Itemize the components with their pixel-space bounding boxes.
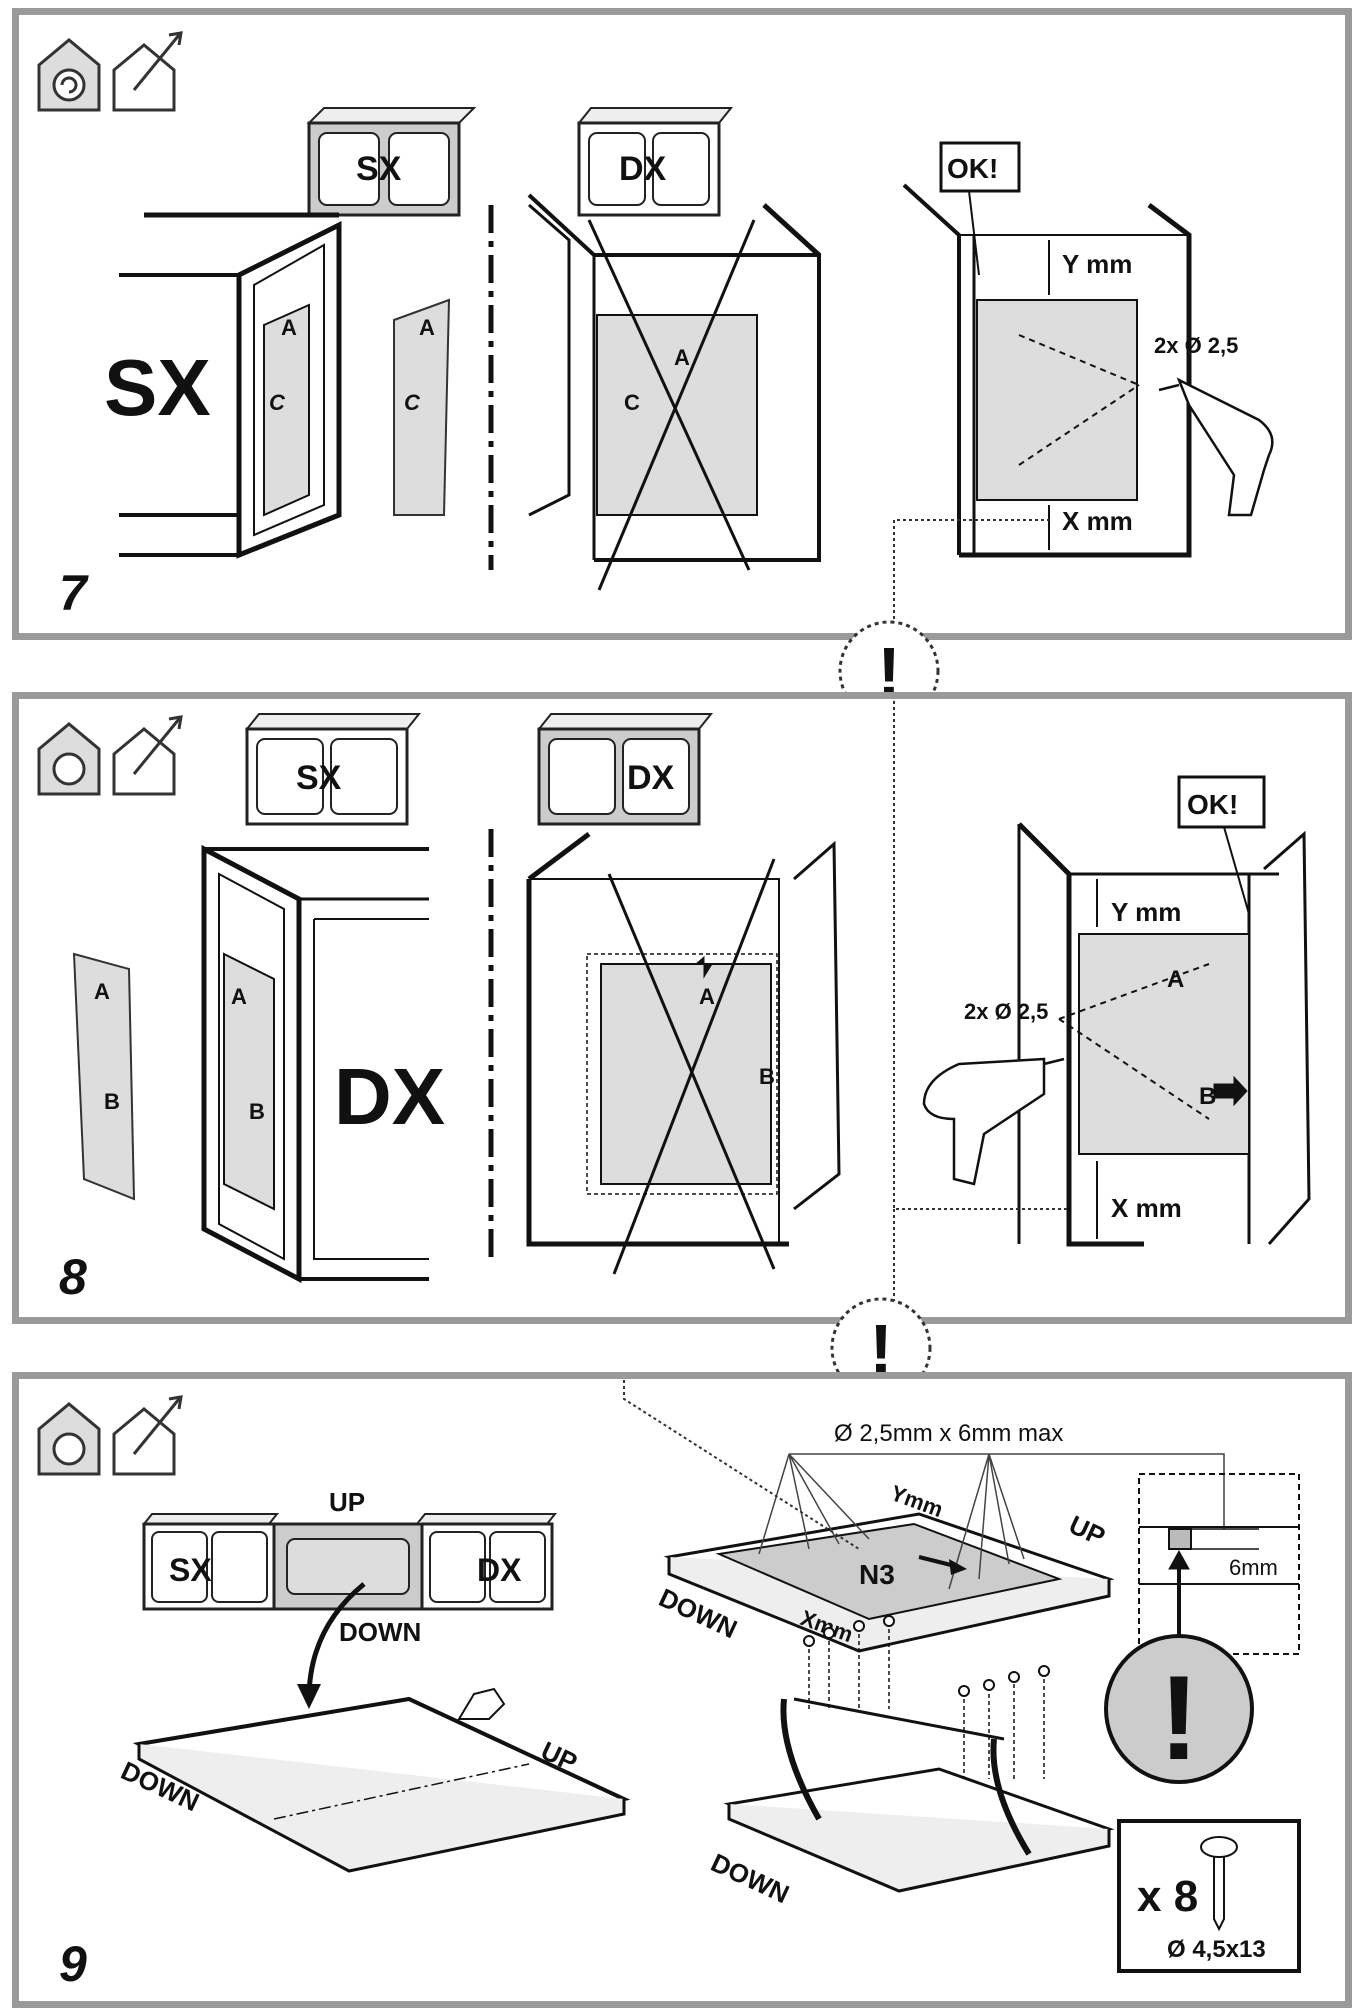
base-board: [132, 1696, 631, 1873]
hinge-label-c: C: [269, 390, 286, 415]
down-label-top: DOWN: [339, 1617, 421, 1647]
label-a: A: [1167, 966, 1184, 993]
label-b: B: [1199, 1083, 1216, 1110]
drill-lines: [758, 1453, 1225, 1590]
dx-cabinet-small: [576, 107, 734, 217]
ok-label: OK!: [947, 153, 998, 184]
strip-label-a: A: [94, 979, 110, 1004]
step-8-panel: SX DX A B A B DX: [12, 692, 1352, 1324]
ok-callout: [939, 141, 1021, 276]
outdoor-house-icon: [112, 31, 183, 112]
x-mm-label: X mm: [1111, 1193, 1182, 1223]
hinge-label-a: A: [231, 984, 247, 1009]
n3-label: N3: [859, 1559, 895, 1590]
warning-mark-big: !: [1159, 1651, 1199, 1785]
step-number-7: 7: [59, 565, 89, 621]
hinge-label-b: B: [249, 1099, 265, 1124]
screws: [803, 1615, 1050, 1697]
warning-mark: !: [869, 1310, 892, 1388]
dx-big-label: DX: [334, 1052, 445, 1141]
wrong-label-a: A: [699, 984, 715, 1009]
link-line: [623, 1379, 860, 1550]
sx-cabinet-small: [306, 107, 477, 217]
hole-spec-label: Ø 2,5mm x 6mm max: [834, 1420, 1063, 1447]
wrong-install: [526, 832, 841, 1275]
wrong-label-a: A: [674, 345, 690, 370]
outdoor-house-icon: [112, 715, 183, 796]
strip-label-b: B: [104, 1089, 120, 1114]
strip-label-c: C: [404, 390, 421, 415]
warning-mark: !: [877, 633, 900, 711]
correct-install: [1017, 822, 1311, 1247]
x-mm-label: X mm: [1062, 506, 1133, 536]
dx-cabinet-label: DX: [627, 759, 675, 797]
strip-label-a: A: [419, 315, 435, 340]
indoor-use-icon: [37, 38, 101, 112]
indoor-use-icon: [37, 1402, 101, 1476]
up-label-top: UP: [329, 1487, 365, 1517]
screw-spec: Ø 4,5x13: [1167, 1936, 1266, 1963]
link-line: [893, 699, 1069, 1210]
depth-label: 6mm: [1229, 1555, 1278, 1580]
y-mm-label: Y mm: [1111, 897, 1181, 927]
step-7-illustration: SX SX A C A C DX: [37, 31, 1274, 633]
ok-label: OK!: [1187, 789, 1238, 820]
link-line: [893, 519, 1049, 633]
step-8-illustration: SX DX A B A B DX: [37, 699, 1311, 1317]
drill-spec-label: 2x Ø 2,5: [964, 999, 1048, 1024]
drill-spec-label: 2x Ø 2,5: [1154, 333, 1238, 358]
sx-big-label: SX: [104, 343, 211, 432]
template-strip: [393, 298, 451, 516]
template-strip: [72, 952, 136, 1201]
n3-panel: [663, 1512, 1115, 1653]
sx-label: SX: [169, 1552, 212, 1588]
drill-icon: [922, 1057, 1065, 1186]
pencil-hand-icon: [457, 1687, 506, 1720]
sx-cabinet-label: SX: [296, 759, 342, 797]
sx-cabinet-side: [119, 212, 342, 559]
assembled-unit: [723, 1629, 1115, 1893]
down-label-unit: DOWN: [706, 1847, 793, 1909]
screw-box: [1117, 1819, 1301, 1973]
drill-icon: [1158, 377, 1274, 517]
dx-cabinet-small: [536, 713, 714, 826]
sx-cabinet-small: [244, 713, 422, 826]
dx-cabinet-side: [201, 844, 429, 1284]
outdoor-house-icon: [112, 1395, 183, 1476]
y-mm-label: Y mm: [1062, 249, 1132, 279]
screw-count: x 8: [1137, 1872, 1198, 1921]
step-9-illustration: SX DX UP DOWN UP DOWN Ø 2,5mm x 6mm max …: [37, 1379, 1301, 1992]
wrong-label-c: C: [624, 390, 640, 415]
step-number-8: 8: [59, 1249, 87, 1305]
step-number-9: 9: [59, 1936, 87, 1992]
warning-circle-big: [1104, 1634, 1254, 1784]
dx-cabinet-label: DX: [619, 150, 667, 188]
step-9-panel: SX DX UP DOWN UP DOWN Ø 2,5mm x 6mm max …: [12, 1372, 1352, 2008]
correct-install: [902, 183, 1192, 558]
arrow-down: [306, 1582, 366, 1700]
dx-label: DX: [477, 1552, 522, 1588]
wrong-label-b: B: [759, 1064, 775, 1089]
wrong-install: [527, 193, 821, 591]
up-label-n3: UP: [1064, 1509, 1109, 1551]
indoor-use-icon: [37, 722, 101, 796]
hinge-label-a: A: [281, 315, 297, 340]
cabinet-row: [141, 1513, 558, 1611]
sx-cabinet-label: SX: [356, 150, 402, 188]
ok-callout: [1177, 775, 1266, 915]
step-7-panel: SX SX A C A C DX: [12, 8, 1352, 640]
